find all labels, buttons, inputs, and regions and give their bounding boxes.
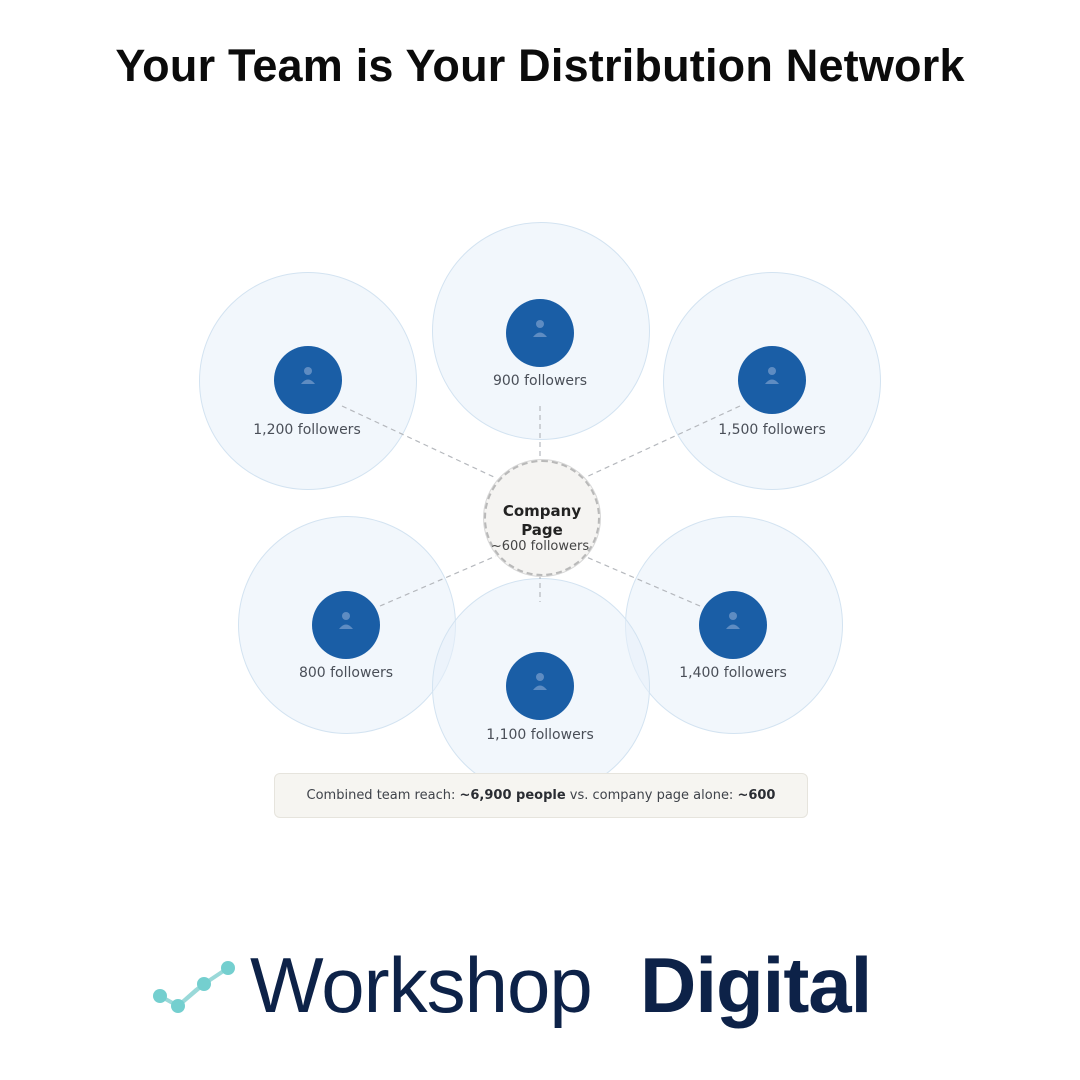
team-member-avatar <box>699 591 767 659</box>
person-icon <box>533 320 547 337</box>
summary-middle: vs. company page alone: <box>565 788 738 803</box>
hub-title: Company Page <box>486 502 598 540</box>
follower-count-label: 800 followers <box>298 665 394 681</box>
reach-summary: Combined team reach: ~6,900 people vs. c… <box>274 773 808 818</box>
summary-prefix: Combined team reach: <box>306 788 460 803</box>
team-member-avatar <box>506 299 574 367</box>
logo-word-digital: Digital <box>640 941 872 1029</box>
hub-title-line: Page <box>521 521 563 539</box>
hub-title-line: Company <box>502 502 582 520</box>
company-page-hub: Company Page <box>484 460 600 576</box>
follower-count-label: 1,500 followers <box>718 422 826 438</box>
company-reach-value: ~600 <box>737 788 776 803</box>
logo-word-workshop: Workshop <box>250 941 593 1029</box>
follower-count-label: 1,100 followers <box>486 727 594 743</box>
team-member-avatar <box>506 652 574 720</box>
team-member-avatar <box>738 346 806 414</box>
follower-count-label: 1,200 followers <box>253 422 361 438</box>
person-icon <box>533 673 547 690</box>
person-icon <box>339 612 353 629</box>
team-reach-value: ~6,900 people <box>459 788 566 803</box>
workshop-digital-logo: Workshop Digital <box>152 940 942 1040</box>
follower-count-label: 1,400 followers <box>679 665 787 681</box>
person-icon <box>301 367 315 384</box>
person-icon <box>765 367 779 384</box>
page-title: Your Team is Your Distribution Network <box>115 40 965 91</box>
team-member-avatar <box>312 591 380 659</box>
team-member-avatar <box>274 346 342 414</box>
logo-mark-icon <box>153 961 235 1013</box>
follower-count-label: 900 followers <box>492 373 588 389</box>
person-icon <box>726 612 740 629</box>
hub-follower-count: ~600 followers <box>490 539 590 554</box>
